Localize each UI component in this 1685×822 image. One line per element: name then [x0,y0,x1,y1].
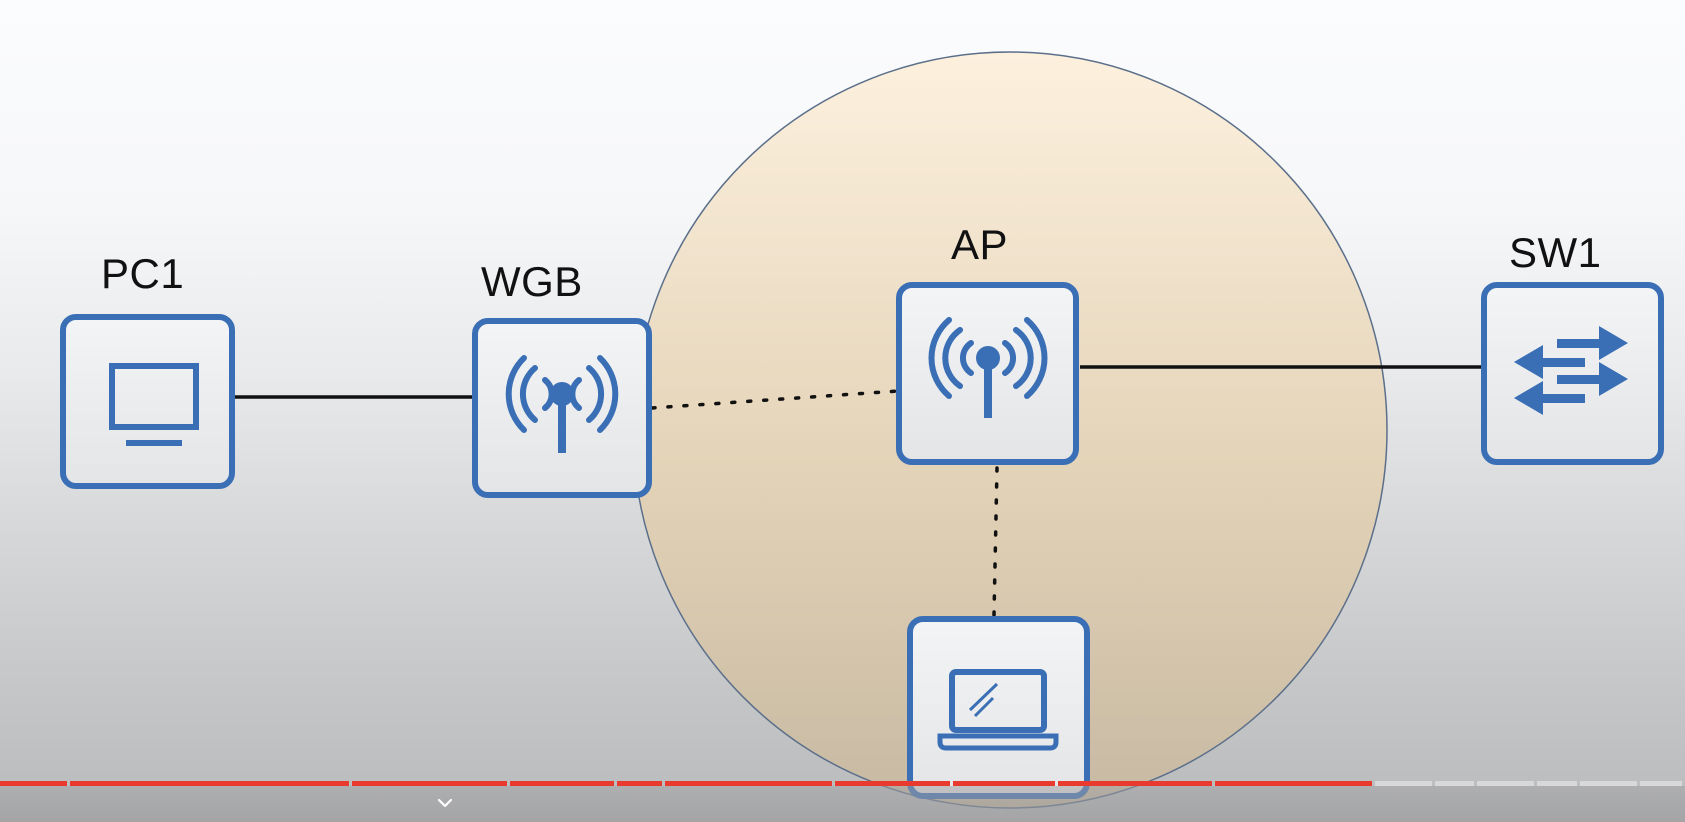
ap-device[interactable] [896,282,1079,465]
progress-chapter-segment[interactable] [1580,781,1637,786]
sw1-label: SW1 [1509,229,1602,276]
video-progress-bar[interactable] [0,781,1685,786]
progress-chapter-segment[interactable] [1477,781,1534,786]
chevron-down-icon[interactable] [436,796,454,810]
laptop-device[interactable] [907,616,1090,799]
pc1-label: PC1 [101,250,185,297]
wireless-antenna-icon [928,317,1048,418]
wireless-antenna-icon [505,355,619,453]
pc1-device[interactable] [60,314,235,489]
progress-chapter-segment[interactable] [352,781,507,786]
progress-chapter-segment[interactable] [617,781,662,786]
sw1-device[interactable] [1481,282,1664,465]
ap-label: AP [951,221,1009,268]
progress-chapter-segment[interactable] [1058,781,1212,786]
wgb-device[interactable] [472,318,652,498]
progress-chapter-segment[interactable] [1537,781,1577,786]
progress-chapter-segment[interactable] [1640,781,1682,786]
progress-chapter-segment[interactable] [70,781,349,786]
player-controls-bar [0,786,1685,822]
progress-chapter-segment[interactable] [1375,781,1432,786]
progress-chapter-segment[interactable] [665,781,832,786]
progress-chapter-segment[interactable] [1435,781,1474,786]
progress-chapter-segment[interactable] [0,781,67,786]
desktop-monitor-icon [109,363,199,446]
progress-chapter-segment[interactable] [953,781,1055,786]
progress-chapter-segment[interactable] [835,781,950,786]
switch-arrows-icon [1514,326,1628,415]
laptop-icon [937,669,1059,751]
progress-chapter-segment[interactable] [510,781,614,786]
progress-chapter-segment[interactable] [1215,781,1372,786]
wgb-label: WGB [481,258,583,305]
